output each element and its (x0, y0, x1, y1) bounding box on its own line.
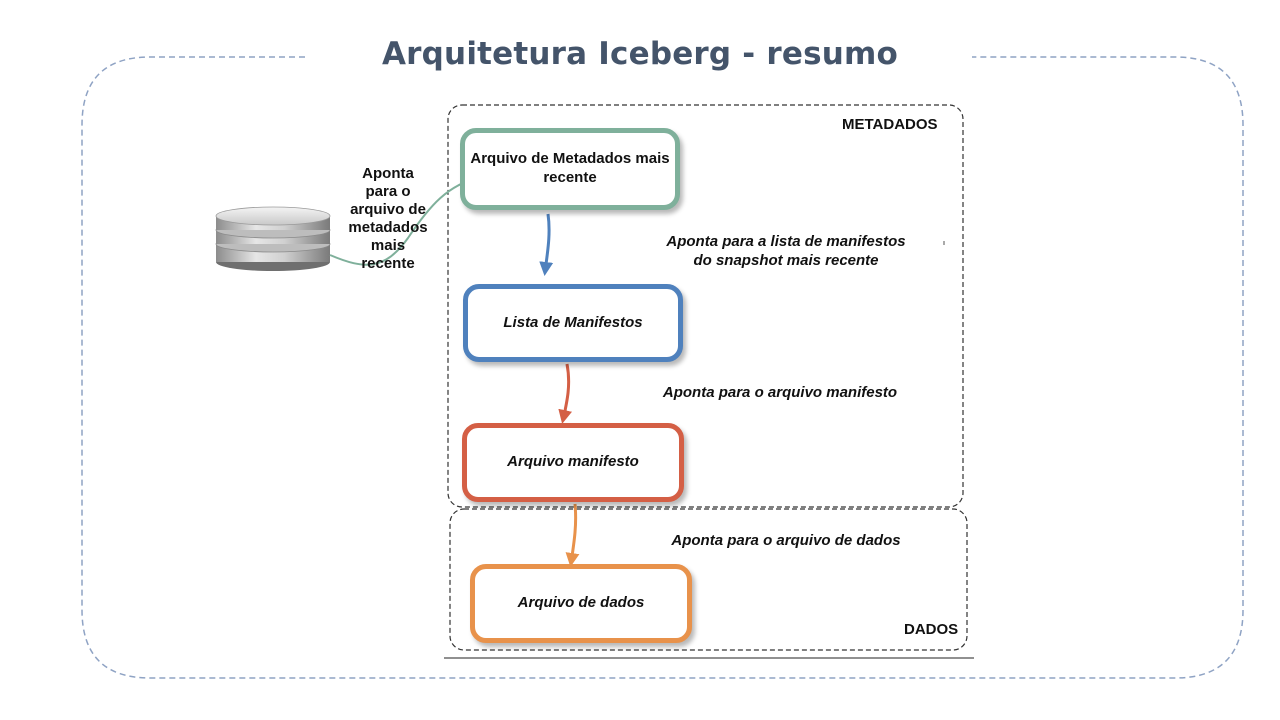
manifest-pointer-note: Aponta para o arquivo manifesto (662, 384, 898, 401)
data-pointer-note: Aponta para o arquivo de dados (671, 532, 901, 549)
page-title: Arquitetura Iceberg - resumo (381, 36, 898, 72)
metadata-section-label: METADADOS (842, 116, 938, 133)
manifest-file-box: Arquivo manifesto (462, 423, 684, 502)
data-section-box (449, 508, 968, 651)
metadata-section-box (447, 104, 964, 508)
metadata-file-label: Arquivo de Metadados mais recente (470, 150, 670, 186)
manifest-list-label: Lista de Manifestos (503, 313, 643, 331)
database-icon (215, 206, 331, 271)
data-file-box: Arquivo de dados (470, 564, 692, 643)
manifest-list-box: Lista de Manifestos (463, 284, 683, 362)
manifest-file-label: Arquivo manifesto (507, 453, 639, 471)
arrow-catalog-to-metadata (329, 173, 483, 266)
arrow-manifest-to-data (565, 503, 580, 567)
data-section-label: DADOS (904, 621, 959, 638)
catalog-pointer-note: Aponta para o arquivo de metadados mais … (348, 165, 428, 272)
arrow-metadata-to-manifest-list (539, 213, 554, 276)
outer-frame (81, 56, 1244, 679)
data-file-label: Arquivo de dados (517, 594, 645, 612)
manifest-list-pointer-note: Aponta para a lista de manifestos do sna… (666, 233, 906, 269)
arrow-manifest-list-to-manifest (558, 363, 573, 424)
metadata-file-box: Arquivo de Metadados mais recente (460, 128, 680, 210)
